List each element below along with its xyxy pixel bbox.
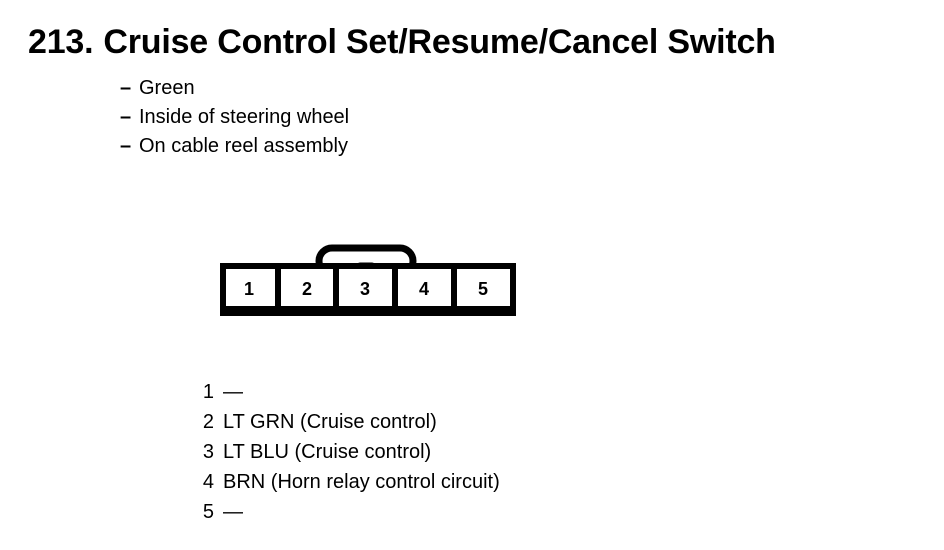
cavity-number-2: 2 bbox=[302, 279, 312, 299]
legend-row: 4 BRN (Horn relay control circuit) bbox=[190, 467, 500, 497]
legend-row: 2 LT GRN (Cruise control) bbox=[190, 407, 500, 437]
list-item-label: Green bbox=[139, 77, 195, 99]
connector-drawing: 1 2 3 4 5 bbox=[220, 244, 516, 316]
cavity-divider bbox=[392, 269, 398, 307]
cavity-number-4: 4 bbox=[419, 279, 429, 299]
cavity-divider bbox=[451, 269, 457, 307]
legend-pin-number: 3 bbox=[202, 441, 214, 463]
attribute-list: –Green –Inside of steering wheel –On cab… bbox=[120, 74, 349, 161]
dash-icon: – bbox=[120, 135, 132, 157]
legend-pin-description: — bbox=[223, 501, 243, 523]
dash-icon: – bbox=[120, 106, 132, 128]
legend-pin-number: 5 bbox=[202, 501, 214, 523]
item-name: Cruise Control Set/Resume/Cancel Switch bbox=[103, 23, 776, 61]
cavity-divider bbox=[275, 269, 281, 307]
item-number: 213. bbox=[28, 23, 94, 61]
page-title: 213.Cruise Control Set/Resume/Cancel Swi… bbox=[28, 22, 776, 62]
cavity-number-3: 3 bbox=[360, 279, 370, 299]
legend-pin-number: 2 bbox=[202, 411, 214, 433]
legend-pin-description: LT GRN (Cruise control) bbox=[223, 411, 437, 433]
list-item-label: Inside of steering wheel bbox=[139, 106, 350, 128]
legend-pin-number: 1 bbox=[202, 381, 214, 403]
legend-pin-description: BRN (Horn relay control circuit) bbox=[223, 471, 500, 493]
list-item-label: On cable reel assembly bbox=[139, 135, 348, 157]
cavity-number-1: 1 bbox=[244, 279, 254, 299]
list-item: –Inside of steering wheel bbox=[120, 103, 349, 132]
dash-icon: – bbox=[120, 77, 132, 99]
legend-row: 3 LT BLU (Cruise control) bbox=[190, 437, 500, 467]
legend-row: 1— bbox=[190, 377, 500, 407]
list-item: –Green bbox=[120, 74, 349, 103]
cavity-divider bbox=[333, 269, 339, 307]
connector-shell bbox=[220, 263, 516, 316]
cavity-number-5: 5 bbox=[478, 279, 488, 299]
connector-diagram: 1 2 3 4 5 bbox=[220, 222, 516, 317]
connector-bottom-edge bbox=[220, 306, 516, 315]
legend-pin-description: LT BLU (Cruise control) bbox=[223, 441, 432, 463]
legend-pin-description: — bbox=[223, 381, 243, 403]
list-item: –On cable reel assembly bbox=[120, 132, 349, 161]
legend-row: 5— bbox=[190, 497, 500, 527]
legend-pin-number: 4 bbox=[202, 471, 214, 493]
